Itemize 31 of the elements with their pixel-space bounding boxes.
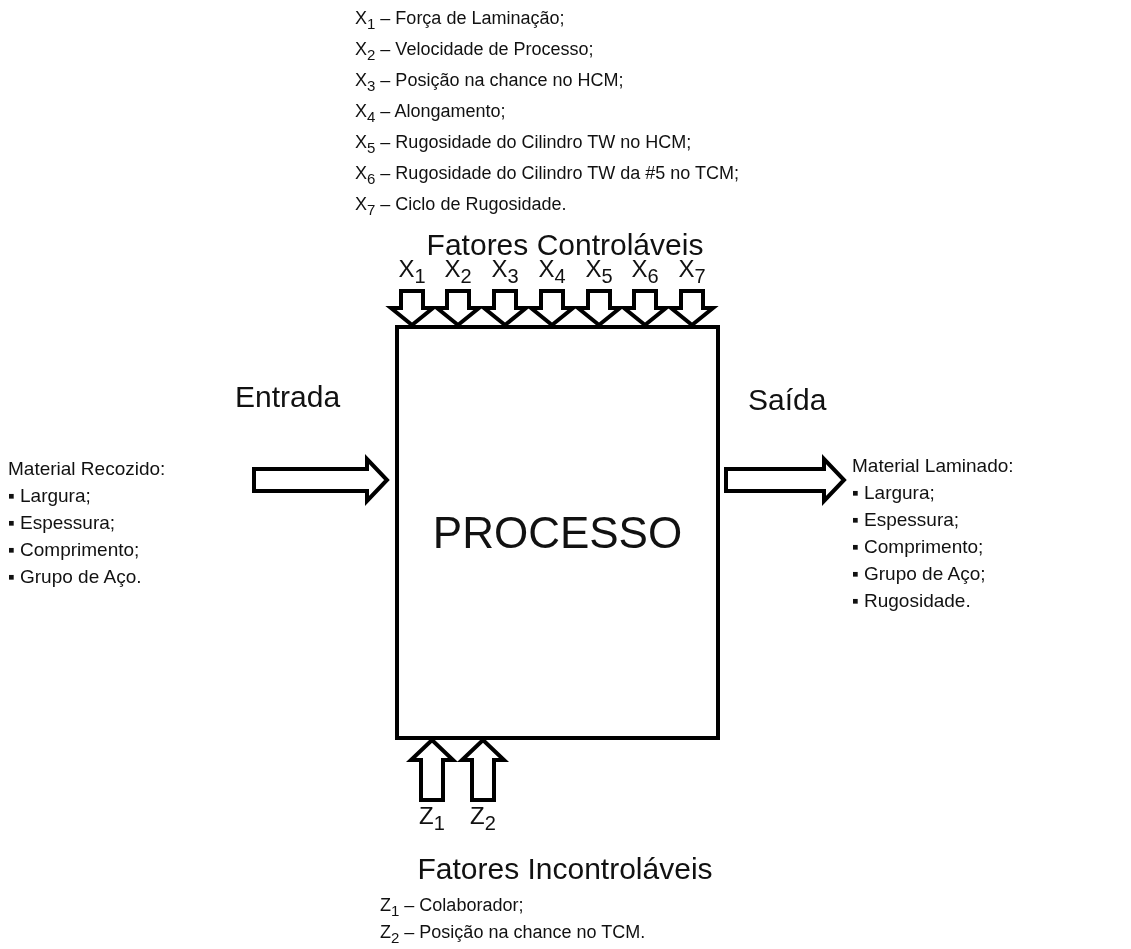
legend-note: X$_{6}$ – Rugosidade do Cilindro TW da #5 no TCM; [355,163,739,187]
list-item: ▪ Comprimento; [852,535,984,559]
legend-note: X$_{3}$ – Posição na chance no HCM; [355,70,624,94]
legend-note: X$_{2}$ – Velocidade de Processo; [355,39,594,63]
legend-note: X$_{5}$ – Rugosidade do Cilindro TW no HCM; [355,132,692,156]
edge-label: Saída [748,383,827,417]
list-item: ▪ Comprimento; [8,538,140,562]
factor-symbol: Z$_{1}$ [414,802,450,836]
group-heading: Fatores Incontroláveis [417,852,713,886]
list-item: ▪ Rugosidade. [852,589,971,613]
list-item: ▪ Espessura; [852,508,960,532]
block-arrow [665,289,719,328]
edge-label: Entrada [235,380,341,414]
block-arrow [406,737,458,802]
list-item: ▪ Largura; [8,484,91,508]
list-heading: Material Laminado: [852,454,1014,478]
legend-note: Z$_{2}$ – Posição na chance no TCM. [380,922,646,946]
legend-note: X$_{1}$ – Força de Laminação; [355,8,565,32]
legend-note: Z$_{1}$ – Colaborador; [380,895,524,919]
legend-note: X$_{7}$ – Ciclo de Rugosidade. [355,194,567,218]
factor-symbol: Z$_{2}$ [465,802,501,836]
list-item: ▪ Espessura; [8,511,116,535]
list-item: ▪ Grupo de Aço. [8,565,142,589]
block-arrow [252,454,390,506]
legend-note: X$_{4}$ – Alongamento; [355,101,506,125]
process-box: PROCESSO [395,325,720,740]
block-arrow [724,454,847,506]
list-item: ▪ Largura; [852,481,935,505]
list-heading: Material Recozido: [8,457,166,481]
list-item: ▪ Grupo de Aço; [852,562,986,586]
block-arrow [457,737,509,802]
